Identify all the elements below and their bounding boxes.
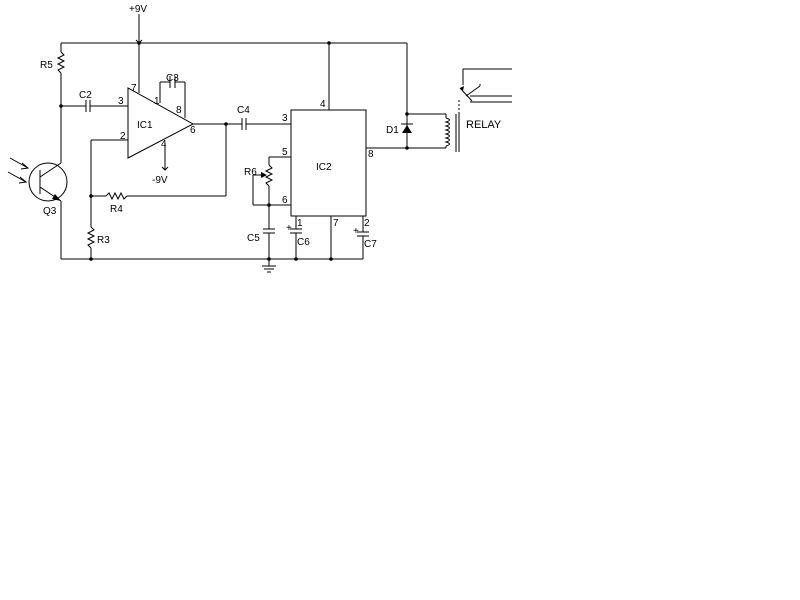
ic1-pin-2: 2 (120, 131, 126, 142)
ic1-pin-6: 6 (190, 125, 196, 136)
c6-label: C6 (297, 237, 310, 248)
ic2-pin-4: 4 (320, 99, 326, 110)
r3-label: R3 (97, 235, 110, 246)
r4-label: R4 (110, 204, 123, 215)
ic1-pin-7: 7 (131, 83, 137, 94)
resistor-r5 (56, 43, 66, 158)
light-arrows-icon (7, 157, 30, 184)
output-network (366, 43, 446, 150)
r5-label: R5 (40, 60, 53, 71)
ground-rail (61, 257, 363, 261)
capacitor-c5 (263, 228, 275, 259)
ic1-label: IC1 (137, 120, 153, 131)
relay-coil (444, 114, 460, 152)
ic1-pin-8: 8 (176, 105, 182, 116)
feedback-network (89, 124, 227, 227)
capacitor-c4 (226, 118, 291, 130)
ic2-pin-5: 5 (282, 147, 288, 158)
q3-label: Q3 (43, 206, 57, 217)
c7-label: C7 (364, 239, 377, 250)
d1-label: D1 (386, 125, 399, 136)
relay-contacts (458, 68, 512, 114)
plus-9v-label: +9V (129, 4, 147, 15)
power-rail-top (61, 14, 407, 45)
ic2-label: IC2 (316, 162, 332, 173)
c5-label: C5 (247, 233, 260, 244)
c6-polarity: + (286, 223, 292, 234)
ic1-pin-4: 4 (161, 139, 167, 150)
capacitor-c6 (290, 216, 302, 259)
minus-9v-label: -9V (152, 175, 168, 186)
c2-label: C2 (79, 90, 92, 101)
ic2-pin-7: 7 (333, 218, 339, 229)
c3-label: C3 (166, 73, 179, 84)
c7-polarity: + (353, 226, 359, 237)
r6-label: R6 (244, 167, 257, 178)
capacitor-c2 (61, 100, 128, 112)
capacitor-c7 (357, 216, 369, 259)
phototransistor-q3 (28, 158, 68, 259)
ic1-pin-3: 3 (118, 96, 124, 107)
ic2-pin-2: 2 (364, 218, 370, 229)
ic2-pin-3: 3 (282, 113, 288, 124)
potentiometer-r6 (252, 156, 291, 229)
diode-d1 (401, 123, 413, 133)
resistor-r3 (86, 226, 96, 259)
ic1-pin-1: 1 (154, 96, 160, 107)
ground-icon (262, 259, 276, 273)
ic2-pin-8: 8 (368, 149, 374, 160)
relay-label: RELAY (466, 119, 502, 131)
opamp-ic1 (127, 43, 228, 171)
ic2-pin-1: 1 (297, 218, 303, 229)
ic2-pin-6: 6 (282, 195, 288, 206)
c4-label: C4 (237, 105, 250, 116)
